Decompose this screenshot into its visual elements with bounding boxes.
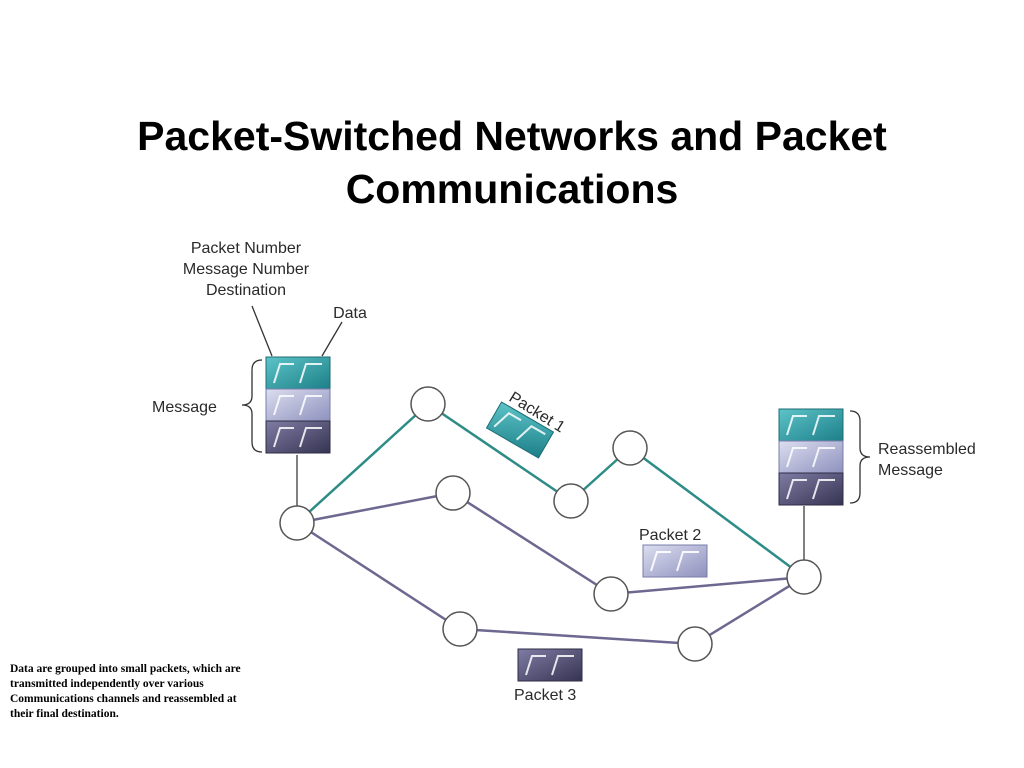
label-message: Message [152,399,217,416]
packet-3-block [517,648,583,682]
reassembled-message-stack [778,408,844,506]
link-purple-5 [459,627,696,646]
label-data: Data [333,305,367,322]
title-line-1: Packet-Switched Networks and Packet [137,113,887,159]
node-mid-lower [593,576,629,612]
packet-2-block [642,544,708,578]
dest-packet-teal [778,408,844,442]
link-purple-3 [610,575,805,596]
source-packet-teal [265,356,331,390]
label-packet-2: Packet 2 [639,527,701,544]
node-destination [786,559,822,595]
slide-title: Packet-Switched Networks and Packet Comm… [62,110,962,216]
header-pointer-line [251,305,273,357]
link-purple-2 [452,491,612,596]
link-purple-1 [296,491,454,525]
node-mid-upper [435,475,471,511]
label-reassembled: Reassembled [878,441,976,458]
message-brace [241,359,263,453]
node-bottom-left [442,611,478,647]
link-purple-6 [694,575,805,646]
source-packet-light [265,388,331,422]
packet-1-block [485,401,555,459]
label-message-number: Message Number [183,261,310,278]
node-center [553,483,589,519]
label-packet-number: Packet Number [191,240,302,257]
caption-line-4: their final destination. [10,708,119,720]
node-source [279,505,315,541]
caption: Data are grouped into small packets, whi… [10,662,285,722]
network-links [296,402,805,646]
label-reassembled-message: Message [878,462,943,479]
source-message-stack [265,356,331,454]
caption-line-2: transmitted independently over various [10,678,204,690]
label-destination: Destination [206,282,286,299]
node-bottom-right [677,626,713,662]
source-packet-dark [265,420,331,454]
caption-line-1: Data are grouped into small packets, whi… [10,663,241,675]
link-teal-1 [296,403,429,524]
node-top [410,386,446,422]
link-teal-4 [629,446,805,579]
title-line-2: Communications [345,166,679,212]
dest-packet-dark [778,472,844,506]
link-teal-2 [427,402,572,503]
node-top-right [612,430,648,466]
caption-line-3: Communications channels and reassembled … [10,693,237,705]
reassembled-brace [849,410,871,504]
label-packet-3: Packet 3 [514,687,576,704]
network-nodes [279,386,822,662]
data-pointer-line [321,321,343,357]
dest-packet-light [778,440,844,474]
link-purple-4 [296,521,461,631]
